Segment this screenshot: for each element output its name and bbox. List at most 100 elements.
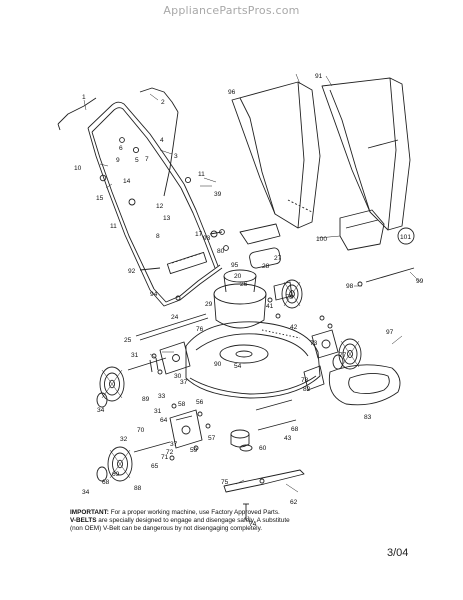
bail-rod bbox=[57, 97, 97, 131]
callout: 59 bbox=[190, 447, 198, 454]
callout: 74 bbox=[249, 521, 257, 528]
callout: 29 bbox=[205, 301, 213, 308]
callout: 5 bbox=[135, 157, 139, 164]
callout: 11 bbox=[198, 171, 205, 178]
callout: 25 bbox=[124, 337, 132, 344]
important-label: IMPORTANT: bbox=[70, 509, 109, 516]
callout: 3 bbox=[174, 153, 178, 160]
engine bbox=[213, 247, 293, 329]
callout: 90 bbox=[214, 361, 222, 368]
callout: 95 bbox=[231, 262, 239, 269]
front-wheel-lower bbox=[107, 446, 133, 482]
callout: 69 bbox=[112, 471, 120, 478]
callout: 80 bbox=[217, 248, 225, 255]
callout: 75 bbox=[221, 479, 229, 486]
callout: 89 bbox=[142, 396, 150, 403]
callout: 99 bbox=[416, 278, 424, 285]
callout: 28 bbox=[262, 263, 270, 270]
baffle-24-edge bbox=[139, 317, 209, 341]
height-adjuster-right bbox=[303, 329, 339, 391]
callout: 8 bbox=[156, 233, 160, 240]
callout: 13 bbox=[163, 215, 171, 222]
important-text: For a proper working machine, use Factor… bbox=[110, 509, 280, 516]
callout: 1 bbox=[82, 94, 86, 101]
blade-adapter bbox=[230, 429, 253, 452]
callout: 42 bbox=[290, 324, 298, 331]
callout: 71 bbox=[161, 454, 169, 461]
callout: 78 bbox=[301, 377, 309, 384]
callout: 68 bbox=[102, 479, 110, 486]
callout: 9 bbox=[116, 157, 120, 164]
rear-wheel-upper bbox=[281, 279, 303, 309]
callout: 60 bbox=[259, 445, 267, 452]
callout: 79 bbox=[286, 294, 294, 301]
callout: 31 bbox=[154, 408, 162, 415]
callout: 37 bbox=[170, 441, 178, 448]
callout: 92 bbox=[128, 268, 136, 275]
cover-27 bbox=[239, 223, 281, 245]
height-adjuster-left bbox=[159, 341, 203, 449]
fasteners bbox=[151, 229, 333, 461]
callout: 2 bbox=[161, 99, 165, 106]
callout: 62 bbox=[290, 499, 298, 506]
grass-bag bbox=[231, 81, 321, 229]
callout: 97 bbox=[386, 329, 394, 336]
baffle-24 bbox=[135, 313, 207, 337]
callout: 26 bbox=[240, 281, 248, 288]
callout: 98 bbox=[346, 283, 354, 290]
control-cable bbox=[139, 87, 179, 197]
rod-99 bbox=[357, 267, 415, 287]
callout: 72 bbox=[166, 449, 174, 456]
callout: 68 bbox=[291, 426, 299, 433]
callout: 15 bbox=[96, 195, 104, 202]
callout: 41 bbox=[266, 303, 274, 310]
callout: 82 bbox=[303, 386, 311, 393]
callout: 7 bbox=[145, 156, 149, 163]
callout: 6 bbox=[119, 145, 123, 152]
callout: 31 bbox=[131, 352, 139, 359]
callout: 37 bbox=[180, 379, 188, 386]
axle-parts bbox=[127, 357, 171, 453]
callout: 83 bbox=[364, 414, 372, 421]
callout: 57 bbox=[208, 435, 216, 442]
watermark: AppliancePartsPros.com bbox=[163, 4, 300, 17]
callout: 33 bbox=[158, 393, 166, 400]
callout: 91 bbox=[315, 73, 323, 80]
callout: 76 bbox=[196, 326, 204, 333]
callout: 27 bbox=[274, 255, 282, 262]
callout: 73 bbox=[310, 340, 318, 347]
mower-deck bbox=[185, 321, 321, 399]
upper-handle bbox=[87, 101, 185, 291]
callout: 100 bbox=[316, 236, 327, 243]
callout-labels: 1 2 3 4 5 6 7 8 9 10 11 11 12 13 14 15 1… bbox=[74, 73, 424, 528]
callout: 88 bbox=[134, 485, 142, 492]
callout: 54 bbox=[234, 363, 242, 370]
important-note: IMPORTANT: For a proper working machine,… bbox=[70, 509, 295, 533]
part-101-marker bbox=[397, 227, 415, 245]
front-wheel-upper bbox=[99, 366, 125, 402]
callout: 24 bbox=[171, 314, 179, 321]
callout: 70 bbox=[137, 427, 145, 434]
callout: 93 bbox=[203, 235, 211, 242]
vbelts-label: V-BELTS bbox=[70, 517, 97, 524]
bolt-74 bbox=[243, 503, 249, 520]
callout: 77 bbox=[339, 352, 347, 359]
rear-wheel-right bbox=[338, 338, 362, 370]
callout: 56 bbox=[196, 399, 204, 406]
discharge-chute bbox=[339, 209, 385, 251]
handle-knobs bbox=[99, 137, 218, 238]
callout: 32 bbox=[120, 436, 128, 443]
date-code: 3/04 bbox=[387, 547, 409, 559]
callout: 10 bbox=[74, 165, 82, 172]
callout: 12 bbox=[156, 203, 164, 210]
callout: 101 bbox=[400, 234, 411, 241]
callout: 4 bbox=[160, 137, 164, 144]
callout: 94 bbox=[150, 291, 158, 298]
leader-lines bbox=[83, 73, 421, 525]
belt-68 bbox=[255, 399, 293, 411]
callout: 39 bbox=[214, 191, 222, 198]
callout: 96 bbox=[228, 89, 236, 96]
callout: 11 bbox=[110, 223, 117, 230]
screw-92 bbox=[139, 267, 161, 271]
